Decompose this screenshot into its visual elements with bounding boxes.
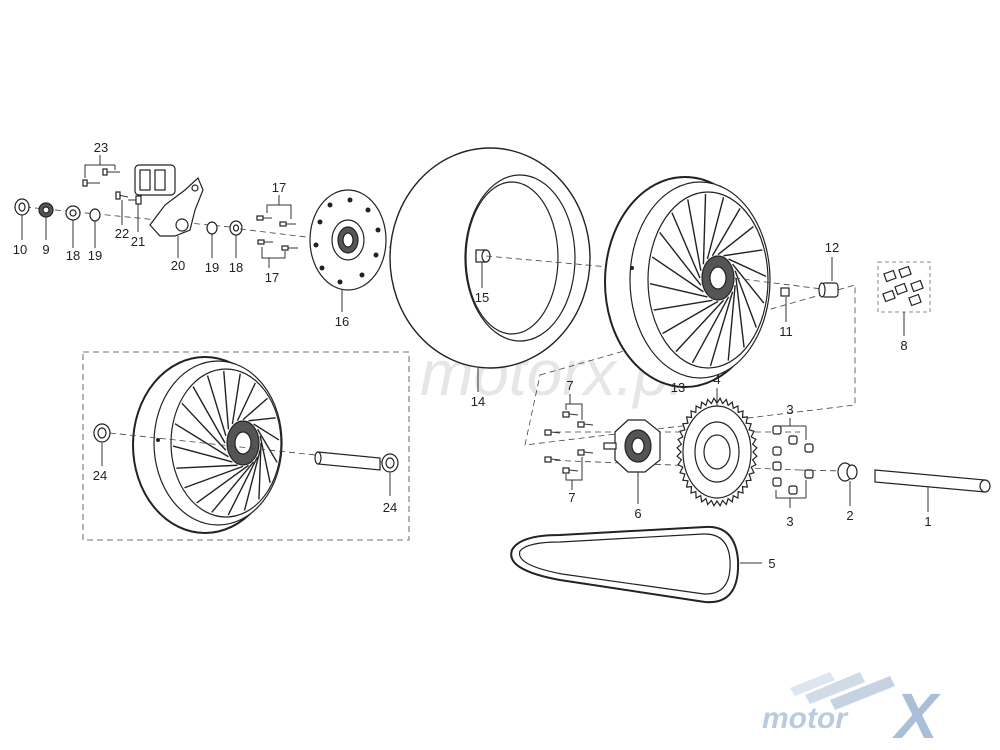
sprocket-group	[544, 388, 814, 508]
part-13-rear-wheel	[604, 176, 831, 388]
part-15-valve	[475, 249, 621, 288]
label-14: 14	[471, 394, 485, 409]
part-3-nuts-bottom	[772, 461, 814, 508]
label-1: 1	[924, 514, 931, 529]
part-24-bearing-left	[93, 423, 111, 466]
label-5: 5	[768, 556, 775, 571]
label-24-right: 24	[383, 500, 397, 515]
label-16: 16	[335, 314, 349, 329]
part-18-spacer-right	[229, 220, 243, 236]
label-20: 20	[171, 258, 185, 273]
label-11: 11	[779, 324, 793, 339]
label-19-right: 19	[205, 260, 219, 275]
part-24-bearing-right	[381, 453, 399, 496]
label-18-right: 18	[229, 260, 243, 275]
part-10-nut	[14, 198, 30, 216]
logo-text: motor	[762, 702, 849, 735]
part-2-spacer	[799, 462, 858, 506]
part-4-sprocket	[676, 388, 758, 508]
part-20-caliper-bracket	[149, 176, 204, 237]
part-19-oring-left	[89, 208, 101, 222]
motorx-logo: motor X	[762, 672, 941, 750]
front-wheel-group-box	[82, 351, 410, 541]
sprocket-group-box	[524, 284, 856, 446]
label-22: 22	[115, 226, 129, 241]
part-11-bolt	[780, 287, 790, 322]
front-axle-spacer	[314, 451, 381, 471]
label-13: 13	[671, 380, 685, 395]
part-7-bolts-top	[544, 394, 594, 436]
label-17-top: 17	[272, 180, 286, 195]
part-23-bolts	[82, 168, 120, 187]
label-7-top: 7	[566, 378, 573, 393]
label-3-bottom: 3	[786, 514, 793, 529]
part-12-collar	[818, 257, 839, 298]
label-2: 2	[846, 508, 853, 523]
part-1-axle	[874, 469, 991, 512]
part-caliper-body	[134, 164, 176, 196]
part-7-bolts-bottom	[544, 449, 594, 490]
label-8: 8	[900, 338, 907, 353]
label-23: 23	[94, 140, 108, 155]
label-3-top: 3	[786, 402, 793, 417]
label-15: 15	[475, 290, 489, 305]
part-8-damper-rubbers	[877, 261, 931, 336]
label-19-left: 19	[88, 248, 102, 263]
checkered-flag-stripes	[790, 672, 895, 710]
label-6: 6	[634, 506, 641, 521]
part-16-brake-disc	[239, 189, 481, 312]
label-18-left: 18	[66, 248, 80, 263]
logo-x-mark: X	[892, 680, 941, 750]
part-19-oring-right	[206, 221, 218, 235]
part-17-disc-bolts	[256, 195, 298, 268]
label-10: 10	[13, 242, 27, 257]
label-21: 21	[131, 234, 145, 249]
part-6-sprocket-carrier	[603, 419, 661, 504]
label-4: 4	[713, 372, 720, 387]
part-5-chain	[510, 525, 762, 604]
label-17-bottom: 17	[265, 270, 279, 285]
part-9-washer	[38, 202, 54, 218]
label-12: 12	[825, 240, 839, 255]
part-21-bolt	[128, 195, 142, 205]
part-22-bolt	[115, 191, 129, 200]
brake-caliper-group	[14, 155, 243, 258]
label-24-left: 24	[93, 468, 107, 483]
part-3-nuts-top	[772, 418, 814, 456]
part-18-spacer-left	[65, 205, 81, 221]
front-wheel	[109, 356, 391, 534]
label-7-bottom: 7	[568, 490, 575, 505]
label-9: 9	[42, 242, 49, 257]
